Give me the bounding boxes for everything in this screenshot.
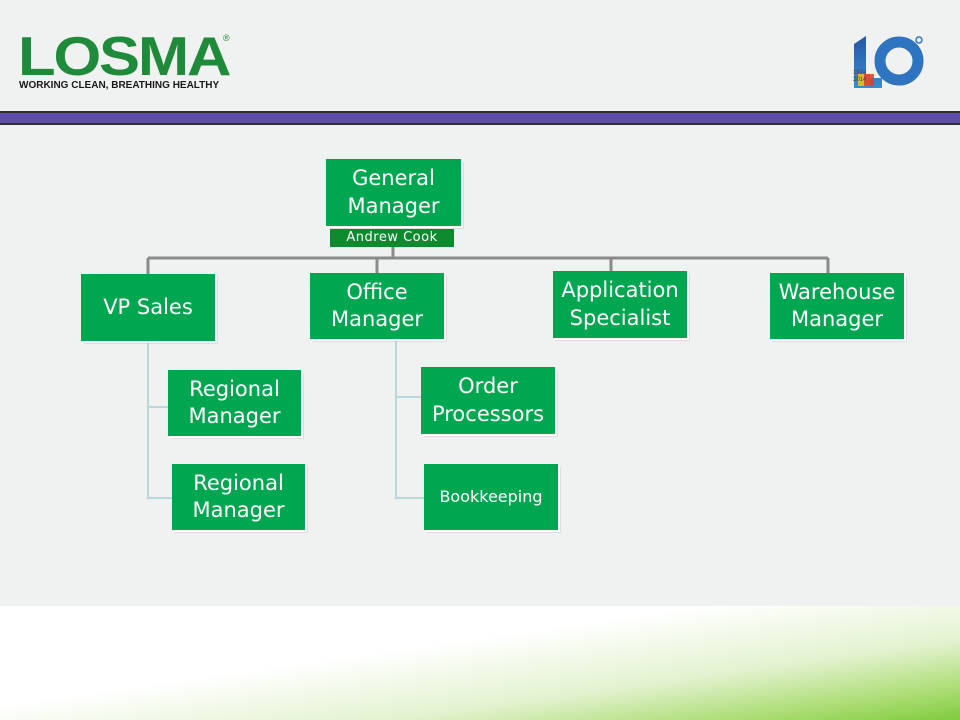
anniversary-badge-graphic xyxy=(852,36,924,98)
anniversary-badge-icon: 1974 2014 xyxy=(852,34,924,98)
org-node-general-manager: General Manager xyxy=(326,159,461,226)
org-node-order-processors: Order Processors xyxy=(421,367,555,434)
connector-office-manager-branch xyxy=(395,339,424,499)
org-node-title: Application Specialist xyxy=(561,278,679,330)
org-node-title: Bookkeeping xyxy=(439,486,543,506)
logo-tagline: WORKING CLEAN, BREATHING HEALTHY xyxy=(19,80,220,91)
org-node-title: Warehouse Manager xyxy=(778,279,896,331)
logo-wordmark: LOSMA xyxy=(18,25,231,87)
registered-mark: ® xyxy=(223,33,230,43)
org-node-office-manager: Office Manager xyxy=(310,273,444,339)
org-node-regional-manager: Regional Manager xyxy=(168,370,301,436)
org-node-title: Regional Manager xyxy=(188,376,281,428)
bottom-gradient xyxy=(0,606,960,720)
losma-logo: LOSMA ® WORKING CLEAN, BREATHING HEALTHY xyxy=(18,29,238,95)
org-node-regional-manager: Regional Manager xyxy=(172,464,305,530)
connector-vp-sales-branch xyxy=(147,341,172,499)
org-node-application-specialist: Application Specialist xyxy=(553,271,687,338)
header-banner xyxy=(0,111,960,125)
org-node-title: Office Manager xyxy=(330,279,424,331)
assignee-label: Andrew Cook xyxy=(330,229,454,247)
anniversary-year-end: 2014 xyxy=(853,77,867,83)
org-node-title: Regional Manager xyxy=(192,470,285,522)
org-node-warehouse-manager: Warehouse Manager xyxy=(770,273,904,339)
org-node-title: Order Processors xyxy=(431,374,545,426)
org-node-title: General Manager xyxy=(347,166,440,218)
org-node-title: VP Sales xyxy=(103,294,193,319)
org-node-bookkeeping: Bookkeeping xyxy=(424,464,558,530)
anniversary-year-start: 1974 xyxy=(853,70,867,76)
org-node-vp-sales: VP Sales xyxy=(81,274,215,341)
